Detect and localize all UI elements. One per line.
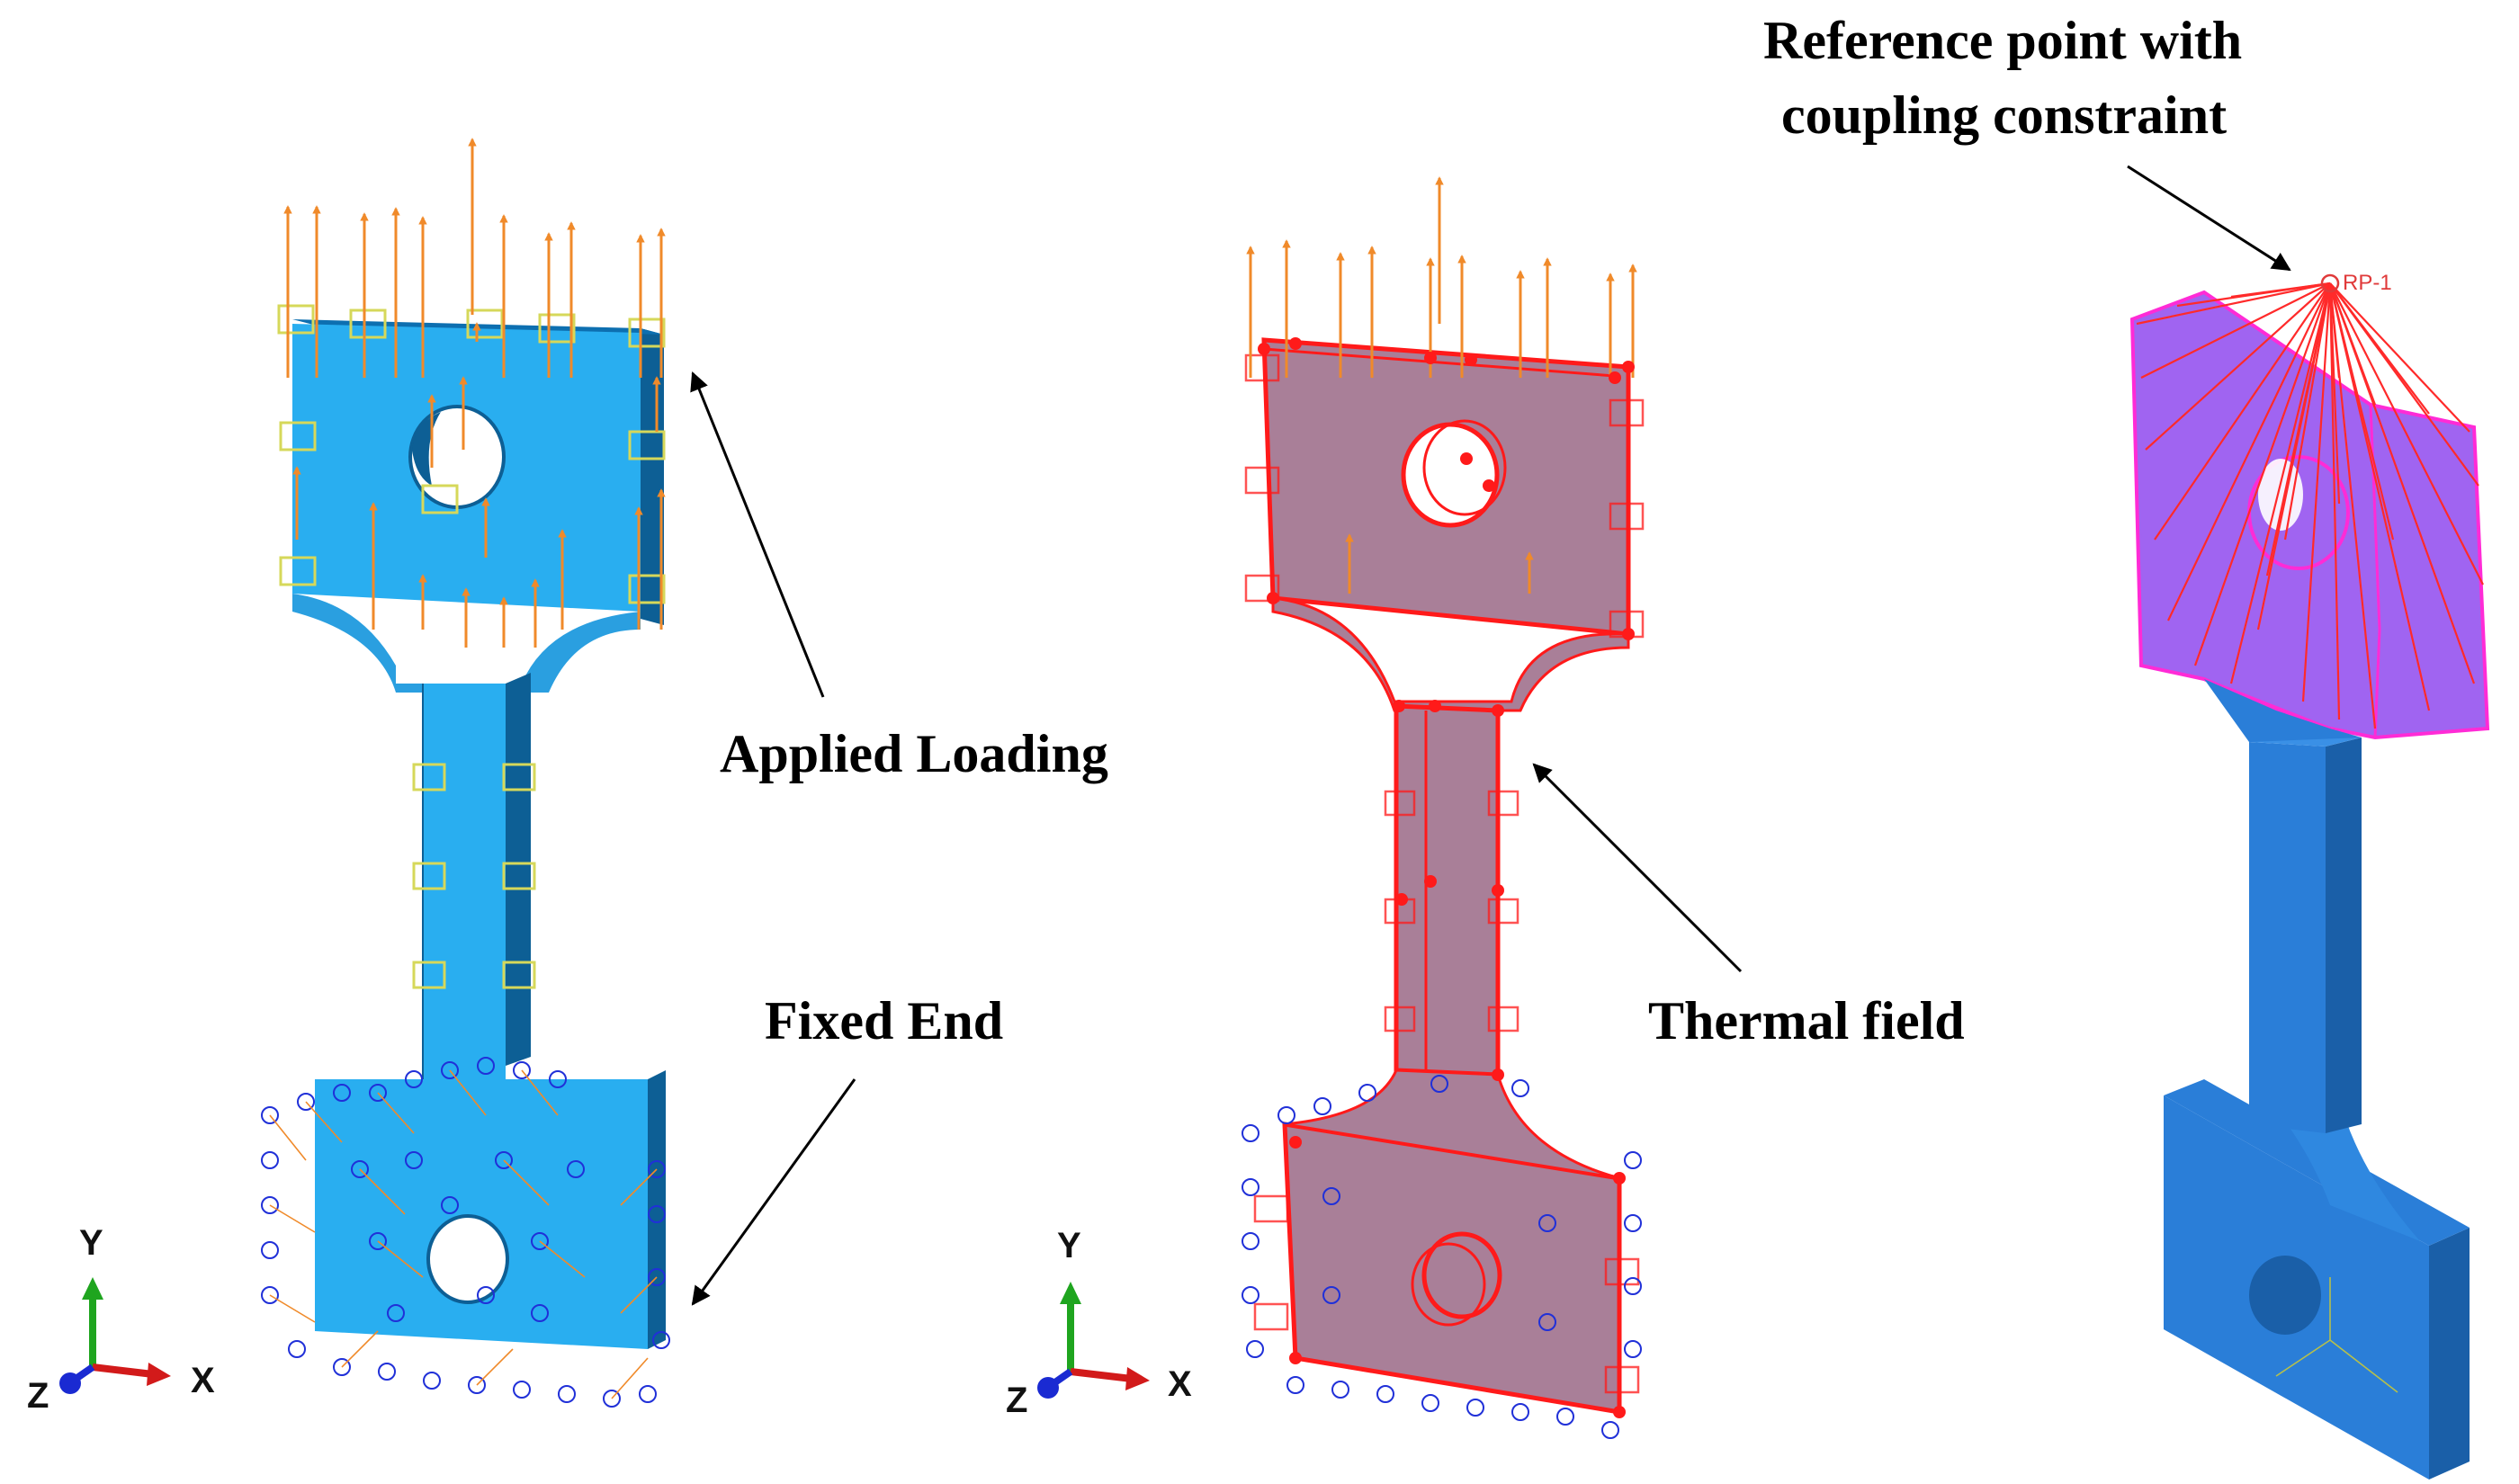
coupling-constraint-model: RP-1 [2129, 271, 2490, 1480]
reference-point-label: RP-1 [2343, 271, 2392, 295]
axis-label-z: Z [1006, 1381, 1027, 1420]
thermal-nodes [1258, 337, 1635, 1418]
solid-lower-block-side [2429, 1228, 2470, 1480]
applied-loading-arrow [690, 371, 825, 698]
solid-gauge-side [2326, 738, 2362, 1133]
bottom-hole [426, 1214, 509, 1304]
thermal-top-edge [1263, 347, 1616, 378]
axis-triad-middle: Y X Z [1006, 1226, 1192, 1420]
thermal-field-model [1242, 176, 1645, 1439]
solid-lower-hole [2249, 1256, 2321, 1335]
fillet-face [292, 594, 641, 693]
bottom-plate-face [315, 1079, 648, 1349]
axis-label-x: X [191, 1361, 215, 1400]
gauge-side [506, 673, 531, 1066]
solid-under-coupling [2141, 666, 2362, 742]
axis-label-x: X [1168, 1364, 1192, 1404]
thermal-field-arrow [1532, 763, 1743, 973]
thermal-load-arrows [1246, 176, 1637, 594]
gauge-face [423, 684, 506, 1079]
label-thermal-field: Thermal field [1648, 991, 1965, 1050]
solid-gauge-face [2249, 742, 2326, 1133]
reference-point-marker [2320, 273, 2340, 293]
reference-point-arrow [2127, 165, 2291, 272]
thermal-bottom-hole-inner [1411, 1242, 1486, 1327]
axis-label-y: Y [79, 1223, 103, 1263]
fixed-end-bc-lines [269, 1069, 658, 1399]
solid-csys-glyph [2275, 1277, 2398, 1393]
label-reference-point-line2: coupling constraint [1781, 85, 2227, 145]
loaded-specimen-model [261, 138, 670, 1408]
coupling-region-face [2129, 290, 2490, 740]
coupling-region-edge-1 [2203, 677, 2331, 730]
bottom-plate-side [648, 1070, 666, 1349]
coupling-region-edge-2 [2369, 404, 2381, 738]
label-fixed-end: Fixed End [765, 991, 1003, 1050]
axis-triad-left: Y X Z [27, 1223, 215, 1416]
coupling-hole-inner [2258, 459, 2303, 531]
load-region-markers [277, 304, 666, 989]
top-hole-shadow [412, 412, 441, 486]
thermal-gauge [1394, 703, 1501, 1077]
thermal-top-hole-inner [1422, 419, 1507, 516]
fixed-end-arrow [691, 1078, 856, 1306]
coupling-tie-lines [2136, 282, 2484, 729]
thermal-bottom-hole [1421, 1231, 1502, 1319]
axis-label-z: Z [27, 1376, 49, 1416]
label-reference-point-line1: Reference point with [1763, 11, 2242, 70]
fixed-end-bc-symbols [261, 1057, 670, 1408]
axis-label-y: Y [1057, 1226, 1081, 1265]
applied-load-arrows [283, 138, 666, 648]
thermal-bc-symbols [1242, 1075, 1642, 1439]
label-applied-loading: Applied Loading [720, 724, 1108, 783]
